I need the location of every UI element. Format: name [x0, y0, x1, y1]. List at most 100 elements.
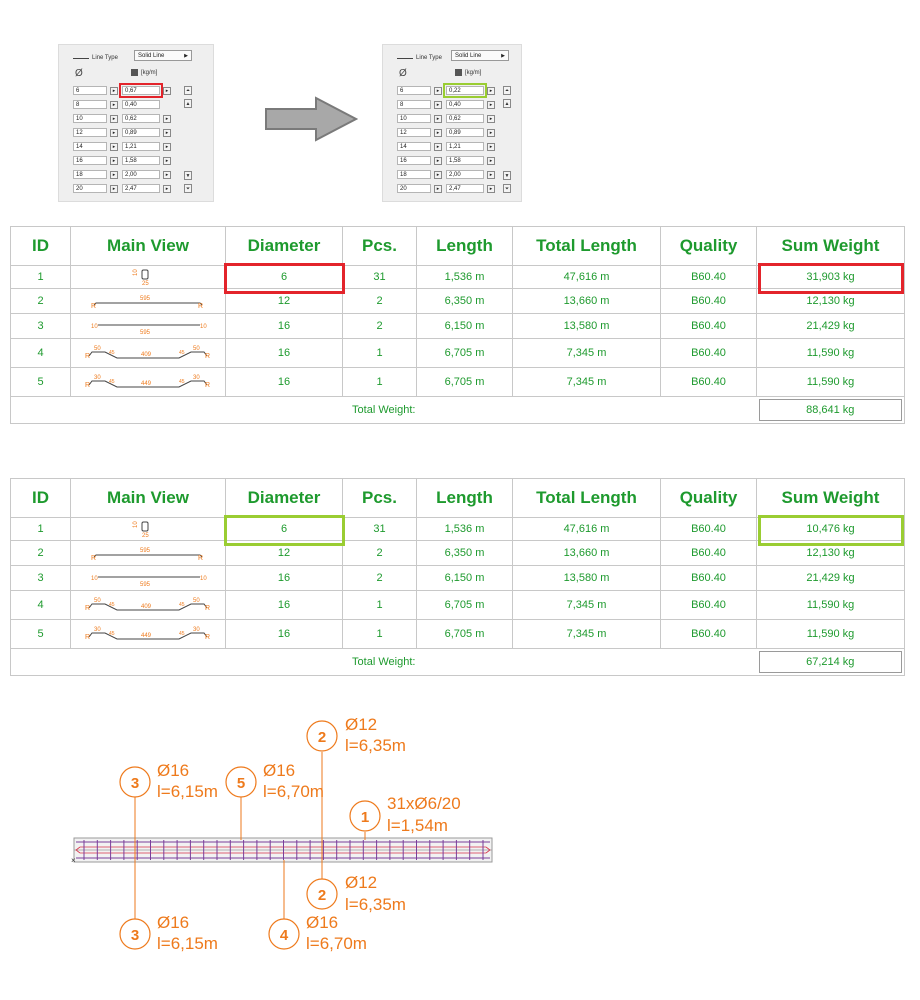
diameter-field[interactable]: 10 [397, 114, 431, 123]
diameter-field[interactable]: 6 [73, 86, 107, 95]
callout-bar-4: 4 Ø16 l=6,70m [268, 913, 367, 953]
diameter-field[interactable]: 20 [397, 184, 431, 193]
line-type-label: Line Type [416, 55, 442, 61]
line-type-select[interactable]: Solid Line ▶ [451, 50, 509, 61]
pick-button[interactable]: ▸ [434, 128, 442, 137]
pick-button[interactable]: ▸ [434, 170, 442, 179]
cell-id: 2 [10, 288, 71, 314]
pick-button[interactable]: ▸ [163, 156, 171, 165]
scroll-up-button[interactable]: ▲ [503, 99, 511, 108]
cell-quality: B60.40 [660, 590, 757, 620]
pick-button[interactable]: ▸ [163, 142, 171, 151]
diameter-field[interactable]: 14 [397, 142, 431, 151]
weight-field[interactable]: 0,22 [443, 83, 487, 98]
pick-button[interactable]: ▸ [110, 184, 118, 193]
diameter-field[interactable]: 6 [397, 86, 431, 95]
total-weight-label: Total Weight: [10, 648, 757, 676]
pick-button[interactable]: ▸ [163, 114, 171, 123]
diameter-field[interactable]: 18 [73, 170, 107, 179]
pick-button[interactable]: ▸ [434, 86, 442, 95]
pick-button[interactable]: ▸ [487, 128, 495, 137]
pick-button[interactable]: ▸ [487, 184, 495, 193]
weight-field[interactable]: 2,00 [122, 170, 160, 179]
weight-row: 12 ▸ 0,89 ▸ [397, 128, 499, 137]
diameter-field[interactable]: 10 [73, 114, 107, 123]
weight-icon [455, 69, 462, 76]
pick-button[interactable]: ▸ [487, 86, 495, 95]
scroll-top-button[interactable]: ⏶ [503, 86, 511, 95]
scroll-down-button[interactable]: ▼ [503, 171, 511, 180]
pick-button[interactable]: ▸ [487, 142, 495, 151]
diameter-field[interactable]: 14 [73, 142, 107, 151]
weight-field[interactable]: 0,62 [446, 114, 484, 123]
pick-button[interactable]: ▸ [434, 156, 442, 165]
pick-button[interactable]: ▸ [163, 184, 171, 193]
svg-text:2: 2 [318, 887, 326, 904]
pick-button[interactable]: ▸ [434, 100, 442, 109]
weight-field[interactable]: 0,89 [122, 128, 160, 137]
pick-button[interactable]: ▸ [434, 142, 442, 151]
weight-field[interactable]: 0,40 [446, 100, 484, 109]
diameter-field[interactable]: 18 [397, 170, 431, 179]
svg-text:R: R [85, 353, 90, 360]
pick-button[interactable]: ▸ [434, 184, 442, 193]
line-type-row: Line Type [397, 51, 442, 65]
scroll-down-button[interactable]: ▼ [184, 171, 192, 180]
svg-text:595: 595 [140, 296, 151, 302]
cell-pcs: 1 [342, 338, 417, 368]
weight-field[interactable]: 2,00 [446, 170, 484, 179]
diameter-field[interactable]: 16 [73, 156, 107, 165]
weight-field[interactable]: 1,21 [122, 142, 160, 151]
pick-button[interactable]: ▸ [110, 170, 118, 179]
svg-text:45: 45 [109, 379, 115, 385]
table-row: 1 10 25 6 31 1,536 m 47,616 m B60.40 31,… [10, 265, 905, 289]
pick-button[interactable]: ▸ [487, 156, 495, 165]
svg-text:50: 50 [94, 598, 101, 604]
line-type-select[interactable]: Solid Line ▶ [134, 50, 192, 61]
bent-bar-shape-icon: R R 50 45 409 45 50 [85, 346, 210, 360]
svg-text:Ø12: Ø12 [345, 715, 377, 734]
weight-field[interactable]: 0,67 [119, 83, 163, 98]
cell-pcs: 2 [342, 288, 417, 314]
weight-field[interactable]: 1,58 [446, 156, 484, 165]
callout-bar-2-top: 2 Ø12 l=6,35m [306, 715, 406, 755]
scroll-bottom-button[interactable]: ⏷ [184, 184, 192, 193]
svg-text:45: 45 [109, 631, 115, 637]
pick-button[interactable]: ▸ [163, 128, 171, 137]
pick-button[interactable]: ▸ [110, 114, 118, 123]
svg-text:R: R [85, 634, 90, 641]
weight-field[interactable]: 1,21 [446, 142, 484, 151]
weight-field[interactable]: 2,47 [446, 184, 484, 193]
scroll-up-button[interactable]: ▲ [184, 99, 192, 108]
diameter-field[interactable]: 12 [397, 128, 431, 137]
scroll-bottom-button[interactable]: ⏷ [503, 184, 511, 193]
cell-quality: B60.40 [660, 367, 757, 397]
diameter-field[interactable]: 8 [73, 100, 107, 109]
weight-field[interactable]: 0,40 [122, 100, 160, 109]
weight-field[interactable]: 0,62 [122, 114, 160, 123]
pick-button[interactable]: ▸ [487, 114, 495, 123]
diameter-field[interactable]: 8 [397, 100, 431, 109]
pick-button[interactable]: ▸ [163, 86, 171, 95]
pick-button[interactable]: ▸ [110, 100, 118, 109]
pick-button[interactable]: ▸ [163, 170, 171, 179]
diameter-field[interactable]: 16 [397, 156, 431, 165]
weight-field[interactable]: 0,89 [446, 128, 484, 137]
pick-button[interactable]: ▸ [110, 142, 118, 151]
cell-length: 6,150 m [416, 565, 513, 591]
scroll-top-button[interactable]: ⏶ [184, 86, 192, 95]
cell-diameter: 6 [225, 517, 343, 541]
weight-field[interactable]: 2,47 [122, 184, 160, 193]
diameter-field[interactable]: 12 [73, 128, 107, 137]
pick-button[interactable]: ▸ [110, 86, 118, 95]
pick-button[interactable]: ▸ [434, 114, 442, 123]
pick-button[interactable]: ▸ [110, 128, 118, 137]
weight-field[interactable]: 1,58 [122, 156, 160, 165]
cell-length: 6,705 m [416, 619, 513, 649]
diameter-field[interactable]: 20 [73, 184, 107, 193]
pick-button[interactable]: ▸ [110, 156, 118, 165]
line-sample-icon [397, 57, 413, 59]
pick-button[interactable]: ▸ [487, 100, 495, 109]
cell-id: 4 [10, 590, 71, 620]
pick-button[interactable]: ▸ [487, 170, 495, 179]
